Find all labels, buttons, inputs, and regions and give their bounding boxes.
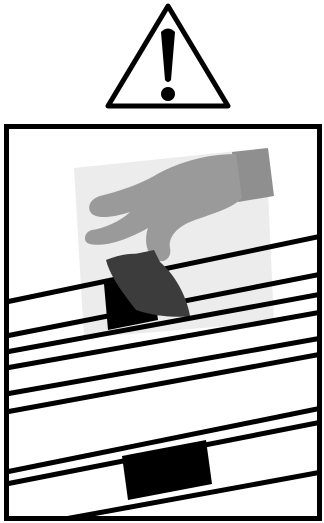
pallet-hand-illustration	[4, 124, 322, 521]
pallet-block-lower	[122, 440, 212, 500]
exclamation-triangle-icon	[102, 0, 234, 114]
warning-triangle	[102, 0, 234, 114]
illustration-panel	[4, 124, 322, 521]
